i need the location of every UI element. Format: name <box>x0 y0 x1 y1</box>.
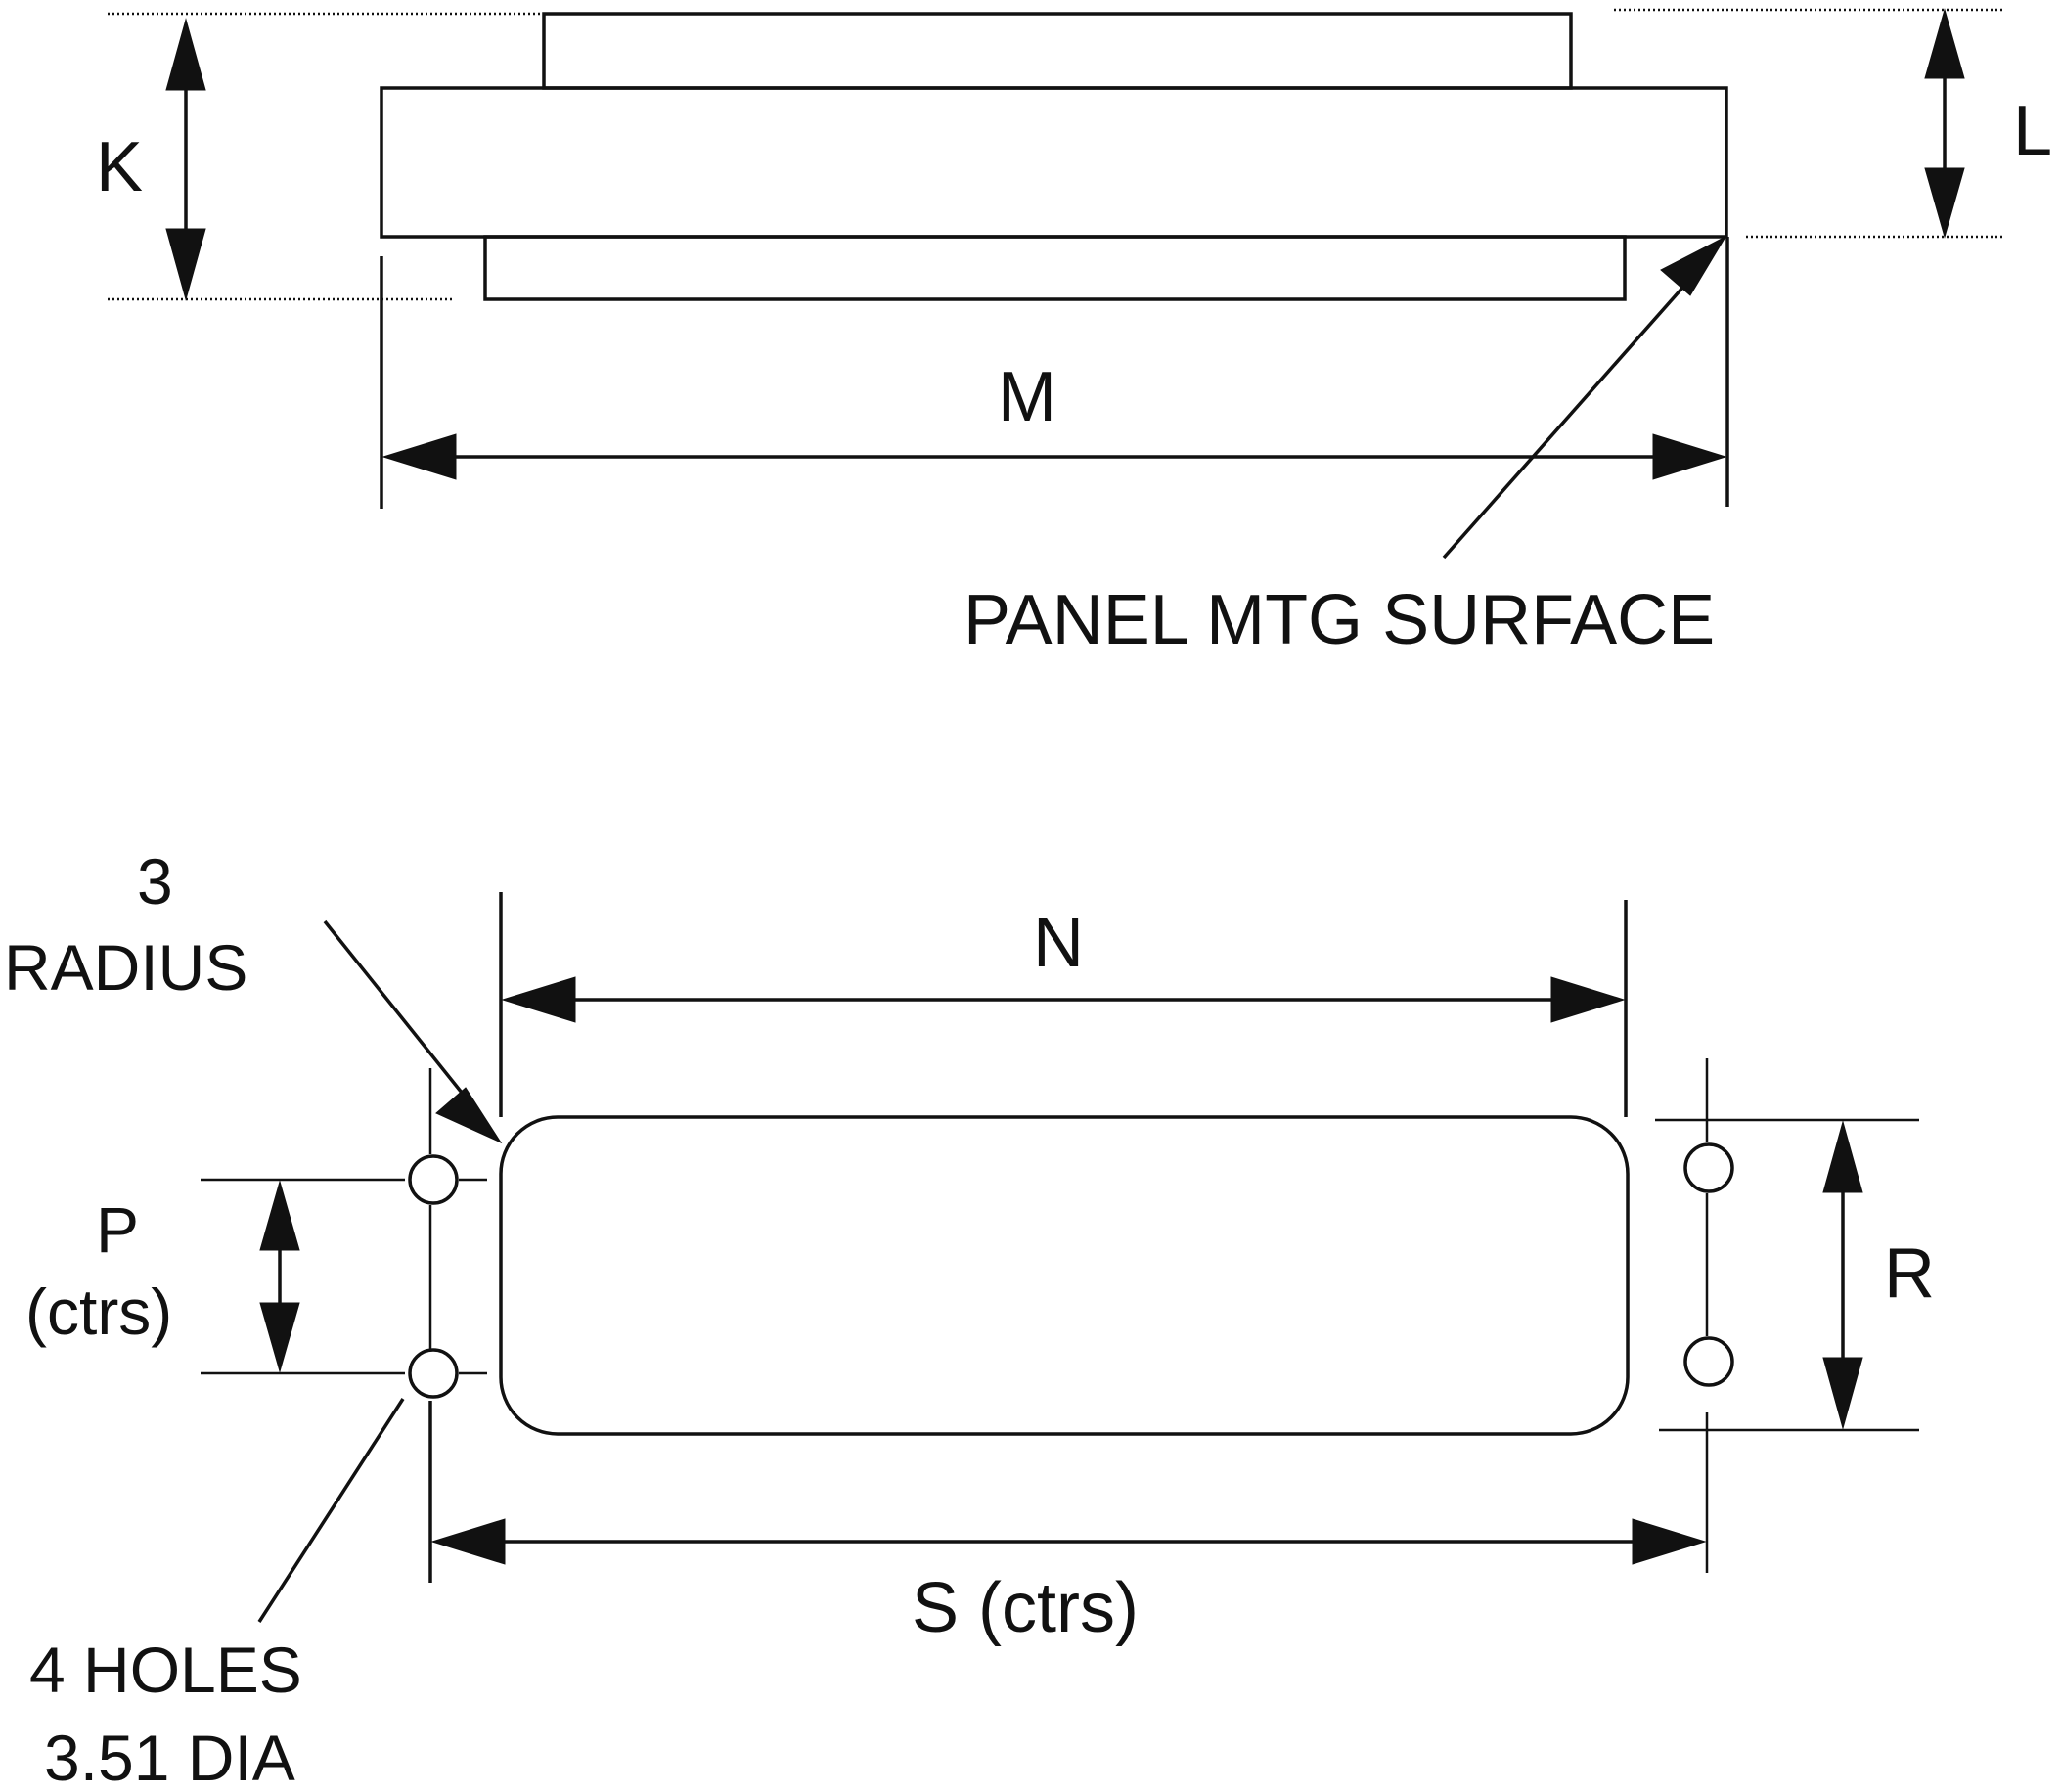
holes-dia-label: 3.51 DIA <box>44 1722 295 1792</box>
connector-top-shell <box>542 12 1573 90</box>
panel-cutout-view: N 3 RADIUS P (ctrs) R S (ctrs) 4 HOLES 3… <box>4 845 1935 1792</box>
mounting-hole-top-right <box>1683 1142 1734 1193</box>
panel-surface-label: PANEL MTG SURFACE <box>963 581 1715 659</box>
p-arrow-top <box>259 1180 300 1251</box>
p-arrow-bottom <box>259 1302 300 1373</box>
k-arrow-top <box>165 18 206 91</box>
dim-l-label: L <box>2013 92 2052 170</box>
radius-arrow <box>435 1087 503 1144</box>
dim-m-label: M <box>998 358 1056 436</box>
mounting-hole-bottom-right <box>1683 1336 1734 1387</box>
n-arrow-right <box>1550 976 1626 1023</box>
panel-surface-leader <box>1442 250 1716 560</box>
l-arrow-top <box>1924 8 1965 79</box>
mounting-hole-top-left <box>408 1154 459 1205</box>
holes-leader <box>257 1398 405 1623</box>
panel-surface-arrow <box>1660 235 1727 296</box>
s-arrow-left <box>430 1518 506 1565</box>
dim-k-label: K <box>96 128 143 206</box>
radius-word-label: RADIUS <box>4 931 247 1004</box>
holes-count-label: 4 HOLES <box>29 1634 302 1706</box>
m-arrow-left <box>381 433 457 480</box>
r-arrow-top <box>1822 1120 1863 1193</box>
panel-cutout-outline <box>499 1115 1630 1436</box>
dim-r-label: R <box>1884 1234 1935 1313</box>
s-arrow-right <box>1632 1518 1707 1565</box>
dim-p-label: P <box>96 1193 139 1266</box>
m-arrow-right <box>1652 433 1727 480</box>
connector-bottom-insert <box>483 235 1627 301</box>
dim-p-note: (ctrs) <box>25 1276 172 1348</box>
r-arrow-bottom <box>1822 1357 1863 1430</box>
dim-s-label: S (ctrs) <box>912 1569 1139 1647</box>
l-arrow-bottom <box>1924 167 1965 239</box>
radius-value-label: 3 <box>137 845 173 918</box>
n-arrow-left <box>501 976 576 1023</box>
k-arrow-bottom <box>165 228 206 301</box>
side-view: K L M PANEL MTG SURFACE <box>96 8 2052 659</box>
mounting-hole-bottom-left <box>408 1348 459 1399</box>
dim-n-label: N <box>1033 904 1084 982</box>
connector-flange <box>380 86 1728 239</box>
